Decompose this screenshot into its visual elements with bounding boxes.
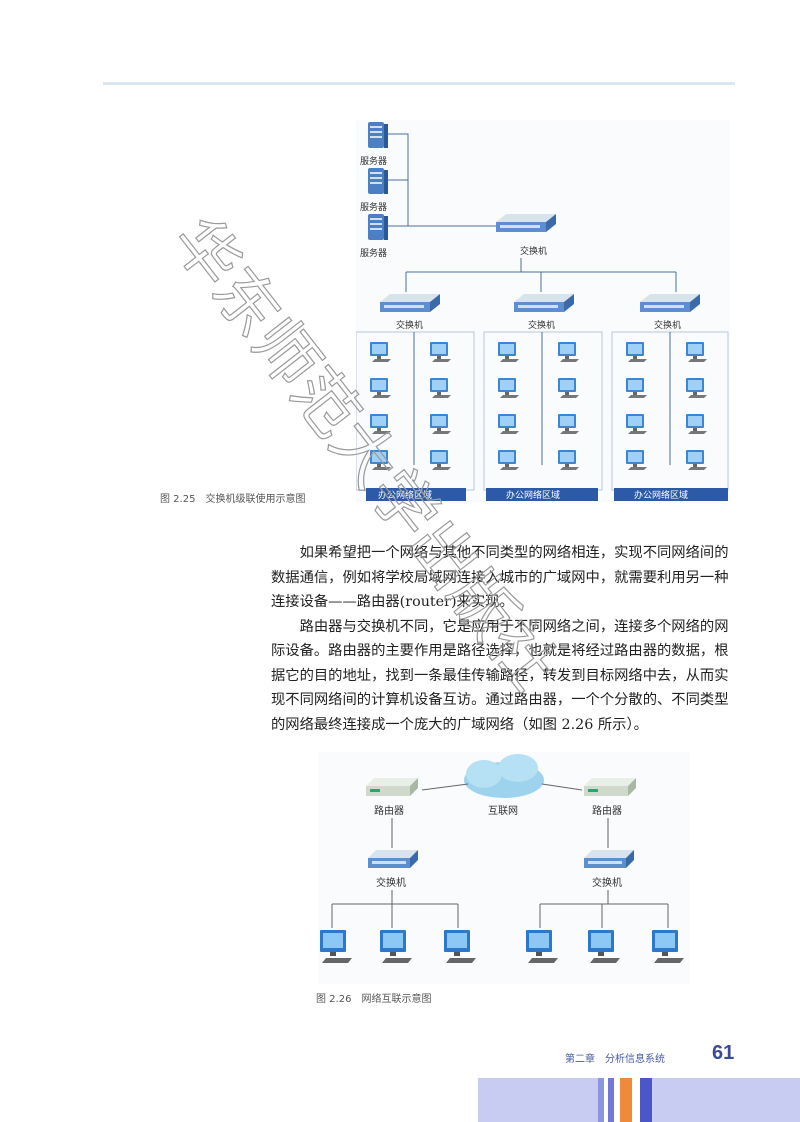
footer-decoration	[478, 1078, 598, 1122]
office-area-label: 办公网络区域	[634, 489, 688, 501]
footer-chapter: 第二章 分析信息系统	[565, 1054, 665, 1065]
footer-decoration	[652, 1078, 800, 1122]
server-label: 服务器	[360, 247, 387, 259]
switch-label: 交换机	[528, 319, 555, 331]
server-label: 服务器	[360, 201, 387, 213]
figure-caption: 图 2.26 网络互联示意图	[316, 994, 432, 1005]
paragraph: 路由器与交换机不同，它是应用于不同网络之间，连接多个网络的网际设备。路由器的主要…	[271, 618, 729, 733]
figure-switch-cascade: 服务器 服务器 服务器 交换机 交换机 办公网络区域 交换机	[355, 120, 730, 502]
internet-label: 互联网	[488, 805, 518, 817]
paragraph: 如果希望把一个网络与其他不同类型的网络相连，实现不同网络间的数据通信，例如将学校…	[271, 545, 729, 610]
figure-caption: 图 2.25 交换机级联使用示意图	[160, 494, 306, 505]
footer-decoration	[640, 1078, 652, 1122]
server-label: 服务器	[360, 155, 387, 167]
header-rule	[103, 82, 735, 85]
switch-label: 交换机	[654, 319, 681, 331]
office-area-label: 办公网络区域	[378, 489, 432, 501]
switch-label: 交换机	[396, 319, 423, 331]
footer-decoration	[620, 1078, 632, 1122]
page-number: 61	[712, 1042, 735, 1064]
footer-decoration	[608, 1078, 614, 1122]
network-interconnect-diagram: 互联网 路由器 路由器 交换机 交换机	[320, 754, 684, 963]
figure-network-interconnect: 互联网 路由器 路由器 交换机 交换机	[318, 752, 690, 984]
office-area-2: 交换机 办公网络区域	[483, 294, 603, 501]
switch-cascade-diagram: 服务器 服务器 服务器 交换机 交换机 办公网络区域 交换机	[355, 122, 729, 501]
office-area-label: 办公网络区域	[506, 489, 560, 501]
office-area-3: 交换机 办公网络区域	[611, 294, 729, 501]
router-label: 路由器	[592, 804, 622, 817]
office-area-1: 交换机 办公网络区域	[355, 294, 475, 501]
internet-cloud-icon	[464, 754, 544, 798]
switch-label: 交换机	[376, 876, 406, 889]
switch-label: 交换机	[592, 876, 622, 889]
router-label: 路由器	[374, 804, 404, 817]
core-switch-label: 交换机	[520, 245, 547, 257]
footer-decoration	[598, 1078, 604, 1122]
body-text: 如果希望把一个网络与其他不同类型的网络相连，实现不同网络间的数据通信，例如将学校…	[271, 541, 741, 737]
